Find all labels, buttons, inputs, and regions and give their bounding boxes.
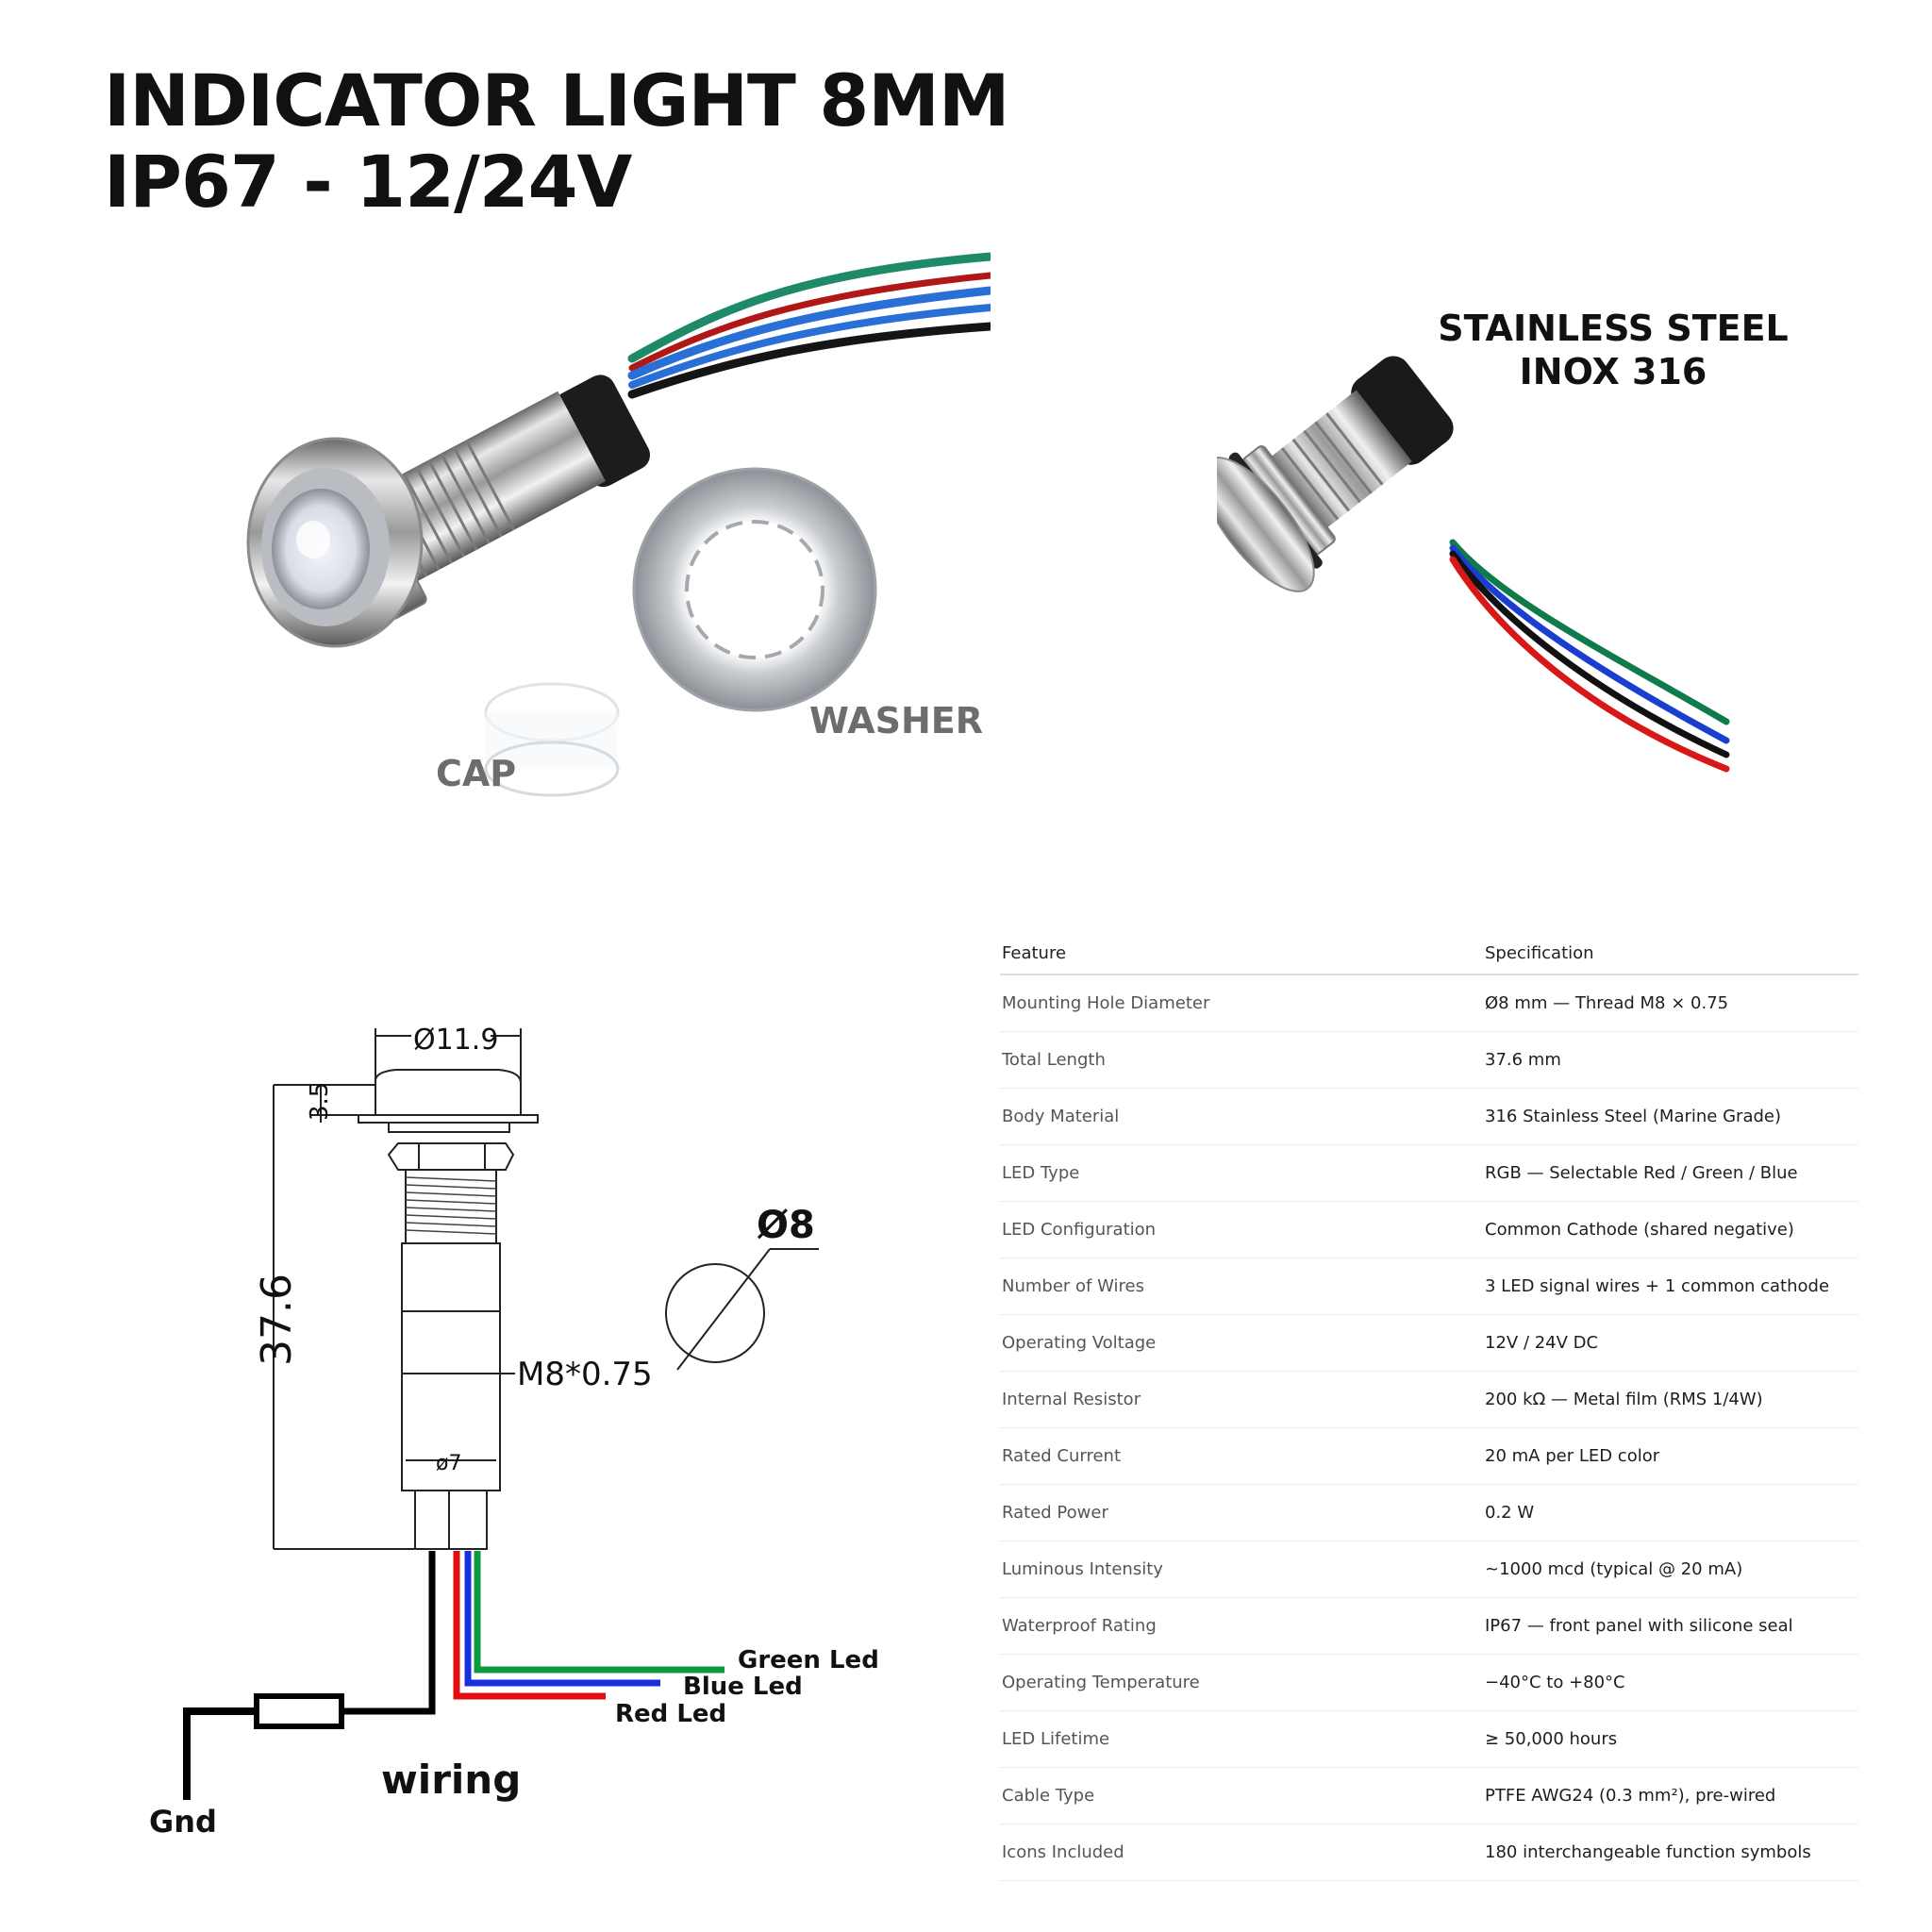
- rubber-sleeve: [553, 375, 651, 488]
- specification-cell: 316 Stainless Steel (Marine Grade): [1483, 1088, 1858, 1145]
- gnd-label: Gnd: [149, 1804, 217, 1840]
- specification-cell: 0.2 W: [1483, 1484, 1858, 1541]
- feature-cell: Luminous Intensity: [1000, 1541, 1483, 1598]
- page-title: INDICATOR LIGHT 8MM IP67 - 12/24V: [104, 60, 1009, 223]
- wiring-diagram: [183, 1551, 724, 1800]
- header-specification: Specification: [1483, 932, 1858, 975]
- spec-table-header: Feature Specification: [1000, 932, 1858, 975]
- specification-cell: 20 mA per LED color: [1483, 1427, 1858, 1485]
- title-line-1: INDICATOR LIGHT 8MM: [104, 58, 1009, 142]
- specification-cell: 12V / 24V DC: [1483, 1314, 1858, 1372]
- dim-head-diameter: Ø11.9: [413, 1024, 498, 1057]
- indicator-head: [246, 437, 424, 648]
- table-row: Luminous Intensity~1000 mcd (typical @ 2…: [1000, 1541, 1858, 1598]
- black-wire: [341, 1551, 436, 1715]
- specification-cell: −40°C to +80°C: [1483, 1654, 1858, 1711]
- product-photo-side: [1217, 356, 1730, 773]
- dim-total-length: 37.6: [253, 1274, 301, 1366]
- green-wire: [474, 1551, 724, 1674]
- table-row: Operating Temperature−40°C to +80°C: [1000, 1654, 1858, 1711]
- dim-hole-diameter: Ø8: [757, 1204, 815, 1247]
- red-led-label: Red Led: [615, 1700, 727, 1728]
- feature-cell: Body Material: [1000, 1088, 1483, 1145]
- header-feature: Feature: [1000, 932, 1483, 975]
- feature-cell: Cable Type: [1000, 1767, 1483, 1824]
- specification-cell: Ø8 mm — Thread M8 × 0.75: [1483, 974, 1858, 1032]
- hole-diameter-symbol: [665, 1248, 819, 1371]
- feature-cell: LED Configuration: [1000, 1201, 1483, 1258]
- product-photo-main: [246, 252, 991, 797]
- table-row: LED Lifetime≥ 50,000 hours: [1000, 1710, 1858, 1768]
- blue-led-label: Blue Led: [683, 1673, 803, 1701]
- material-line-2: INOX 316: [1519, 351, 1707, 392]
- feature-cell: LED Lifetime: [1000, 1710, 1483, 1768]
- specification-cell: PTFE AWG24 (0.3 mm²), pre-wired: [1483, 1767, 1858, 1824]
- cap-photo: [484, 682, 620, 797]
- red-wire: [453, 1551, 606, 1700]
- specification-cell: IP67 — front panel with silicone seal: [1483, 1597, 1858, 1655]
- specification-cell: 180 interchangeable function symbols: [1483, 1824, 1858, 1881]
- cap-caption: CAP: [436, 753, 517, 794]
- feature-cell: Internal Resistor: [1000, 1371, 1483, 1428]
- drawing-nut: [387, 1142, 515, 1171]
- resistor-symbol: [254, 1693, 344, 1729]
- feature-cell: Operating Temperature: [1000, 1654, 1483, 1711]
- feature-cell: Icons Included: [1000, 1824, 1483, 1881]
- feature-cell: Total Length: [1000, 1031, 1483, 1089]
- dim-head-height: 3.5: [306, 1082, 334, 1121]
- drawing-head: [374, 1069, 522, 1116]
- wiring-title: wiring: [381, 1757, 522, 1803]
- specification-cell: 37.6 mm: [1483, 1031, 1858, 1089]
- feature-cell: Rated Current: [1000, 1427, 1483, 1485]
- specification-cell: Common Cathode (shared negative): [1483, 1201, 1858, 1258]
- dim-body-diameter: ø7: [436, 1452, 461, 1475]
- washer-caption: WASHER: [809, 700, 984, 741]
- technical-drawing: Ø11.9 3.5 37.6 M8*0.75 ø7 Ø8: [183, 1024, 819, 1800]
- specification-cell: ~1000 mcd (typical @ 20 mA): [1483, 1541, 1858, 1598]
- title-line-2: IP67 - 12/24V: [104, 140, 632, 224]
- specification-cell: RGB — Selectable Red / Green / Blue: [1483, 1144, 1858, 1202]
- green-led-label: Green Led: [738, 1646, 879, 1674]
- material-line-1: STAINLESS STEEL: [1438, 308, 1789, 349]
- blue-wire: [464, 1551, 660, 1687]
- dim-thread: M8*0.75: [517, 1356, 653, 1393]
- spec-table: Feature Specification Mounting Hole Diam…: [1000, 932, 1858, 1881]
- washer-photo: [632, 467, 877, 712]
- specification-cell: ≥ 50,000 hours: [1483, 1710, 1858, 1768]
- feature-cell: LED Type: [1000, 1144, 1483, 1202]
- feature-cell: Rated Power: [1000, 1484, 1483, 1541]
- specification-cell: 200 kΩ — Metal film (RMS 1/4W): [1483, 1371, 1858, 1428]
- photo-wires: [627, 252, 991, 399]
- feature-cell: Operating Voltage: [1000, 1314, 1483, 1372]
- drawing-flange: [358, 1114, 539, 1124]
- feature-cell: Mounting Hole Diameter: [1000, 974, 1483, 1032]
- material-caption: STAINLESS STEEL INOX 316: [1415, 307, 1811, 393]
- specification-cell: 3 LED signal wires + 1 common cathode: [1483, 1257, 1858, 1315]
- feature-cell: Waterproof Rating: [1000, 1597, 1483, 1655]
- feature-cell: Number of Wires: [1000, 1257, 1483, 1315]
